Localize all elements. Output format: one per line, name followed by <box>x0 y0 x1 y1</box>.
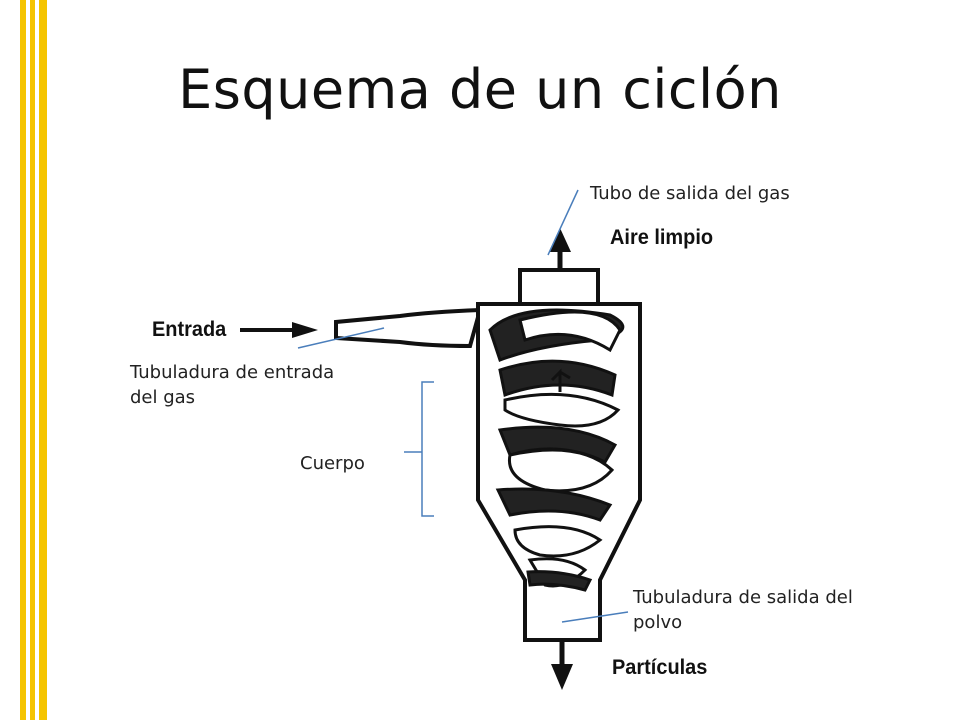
leader-tubuladura-salida <box>561 611 629 623</box>
annotation-cuerpo: Cuerpo <box>300 453 365 474</box>
accent-stripe-3 <box>39 0 47 720</box>
leader-tubuladura-entrada <box>297 327 385 349</box>
entrada-label: Entrada <box>152 318 227 341</box>
cuerpo-bracket <box>404 381 434 517</box>
vortex-spiral <box>488 308 625 592</box>
leader-lines <box>297 189 629 623</box>
annotation-tubuladura-entrada: Tubuladura de entrada del gas <box>130 360 334 410</box>
particles-arrow <box>551 642 573 690</box>
cyclone-image-area <box>140 212 770 720</box>
annotation-tubuladura-entrada-line1: Tubuladura de entrada <box>130 362 335 383</box>
annotation-tubo-salida-gas: Tubo de salida del gas <box>590 183 790 204</box>
leader-tubo-salida <box>547 189 579 256</box>
inlet-nozzle <box>334 307 483 349</box>
inner-flow-arrow <box>550 368 571 392</box>
slide-title: Esquema de un ciclón <box>178 58 782 121</box>
accent-stripe-2 <box>30 0 35 720</box>
gas-outlet-tube <box>518 268 600 306</box>
annotation-tubuladura-salida-line1: Tubuladura de salida del <box>633 587 853 608</box>
annotation-tubuladura-salida-line2: polvo <box>633 612 683 633</box>
particulas-label: Partículas <box>612 656 708 679</box>
aire-limpio-label: Aire limpio <box>610 226 714 249</box>
accent-stripe-1 <box>20 0 26 720</box>
annotation-tubuladura-entrada-line2: del gas <box>130 387 196 408</box>
annotation-tubuladura-salida: Tubuladura de salida del polvo <box>633 585 853 635</box>
inlet-arrow <box>240 322 318 338</box>
